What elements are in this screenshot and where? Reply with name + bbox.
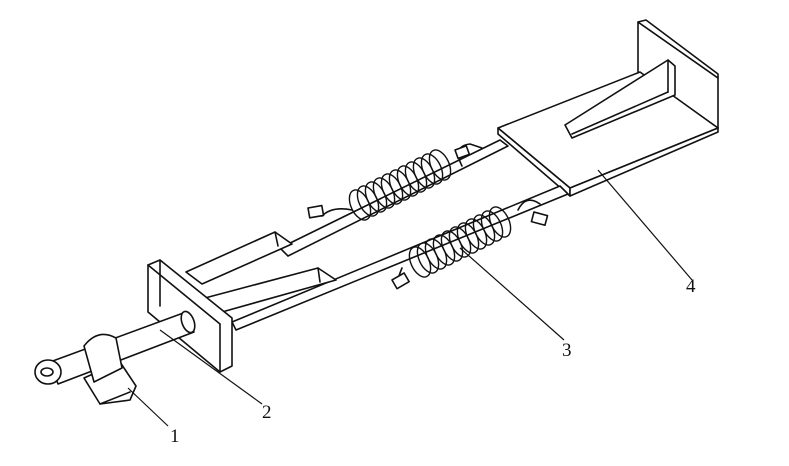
label-1: 1 xyxy=(170,426,180,447)
leader-line-4 xyxy=(597,169,693,281)
leader-line-1 xyxy=(127,387,169,427)
upper-rod xyxy=(185,139,509,285)
lower-spring xyxy=(408,206,512,278)
upper-spring xyxy=(348,149,452,221)
shaft-2 xyxy=(49,310,196,385)
label-2: 2 xyxy=(262,402,272,423)
bearing-1 xyxy=(34,333,137,405)
label-4: 4 xyxy=(686,276,696,297)
leader-line-3 xyxy=(459,247,565,341)
slide-plate-4 xyxy=(497,19,719,197)
label-3: 3 xyxy=(562,340,572,361)
leader-line-2 xyxy=(159,329,263,405)
